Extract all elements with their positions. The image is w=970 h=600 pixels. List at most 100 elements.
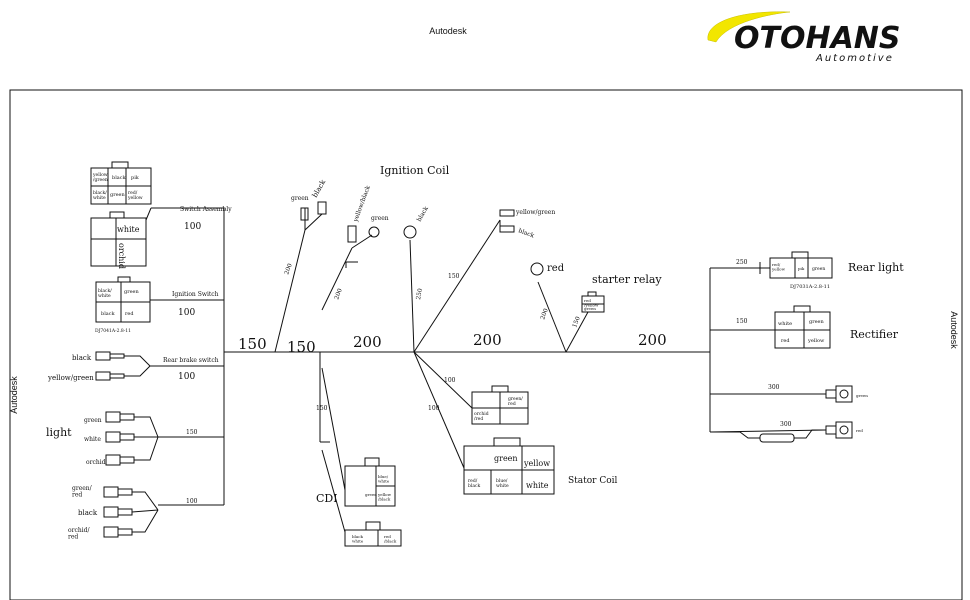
svg-text:100: 100 [428,405,440,412]
dim-bottom-100: 100 [186,498,198,505]
svg-text:green: green [291,195,309,202]
svg-text:pik: pik [798,266,805,271]
wire-yellow-green: yellow/green [47,374,94,382]
svg-text:yellow/black: yellow/black [352,184,372,223]
red-terminal-fuse: 300 red [709,421,863,443]
svg-text:green: green [856,393,868,398]
svg-text:pik: pik [131,175,140,181]
dim-main-200c: 200 [638,331,667,349]
svg-text:black: black [112,175,127,181]
svg-text:green: green [812,267,825,272]
rectifier-connector: white green red yellow [774,305,831,349]
svg-text:black/white: black/white [98,288,112,299]
stator-large-connector: green yellow red/black blue/white white [463,437,555,495]
light-terminals [105,411,135,466]
svg-text:200: 200 [333,287,344,300]
svg-text:green: green [110,192,126,198]
cdi-branch: 150 [316,352,346,533]
yg-black-branch: yellow/green black 150 [413,209,555,353]
rear-light-connector: red/yellow pik green [769,251,833,279]
svg-text:150: 150 [448,273,460,280]
switch-assembly-connector: yellow/green black pik black/white green… [90,161,152,205]
ignition-coil-branch: green black 200 yellow/black green 200 [274,178,389,353]
svg-text:red/yellow: red/yellow [127,190,143,201]
svg-text:white: white [778,321,792,327]
stator-branch: 100 100 [413,351,473,469]
svg-text:green: green [365,492,377,497]
stator-small-connector: orchid/red green/red [471,385,529,425]
svg-text:white: white [117,225,140,234]
switch-assembly-label: Switch Assembly [180,206,232,213]
svg-text:green: green [584,306,596,311]
svg-text:black: black [517,227,535,239]
wire-green-red: green/red [72,485,93,499]
svg-text:green: green [809,319,825,325]
svg-text:300: 300 [768,384,780,391]
wire-orchid-red: orchid/red [68,527,90,541]
ignition-switch-label: Ignition Switch [172,291,219,298]
wire-white: white [84,436,101,443]
dim-light-150: 150 [186,429,198,436]
logo-name: OTOHANS [734,21,901,56]
starter-relay-label: starter relay [592,273,662,286]
diagram-frame [9,89,963,600]
dim-main-200b: 200 [473,331,502,349]
svg-text:red: red [547,263,565,274]
part-dj7041: DJ7041A-2.8-11 [95,328,131,334]
ignition-coil-label: Ignition Coil [380,164,450,177]
svg-text:orchid: orchid [117,243,126,269]
dim-sw-100: 100 [184,222,201,232]
svg-text:250: 250 [415,288,424,301]
light-label: light [46,426,72,439]
otohans-logo: OTOHANS Automotive [707,11,901,64]
dim-main-150b: 150 [287,338,316,356]
watermark-top: Autodesk [429,26,467,36]
dim-ign-100: 100 [178,308,195,318]
dim-rear-250: 250 [736,259,748,266]
switch-white-orchid-connector: white orchid [90,211,147,269]
wire-green-1: green [84,417,102,424]
svg-text:red/black: red/black [384,534,397,543]
watermark-left: Autodesk [9,376,19,414]
svg-text:white: white [526,481,549,490]
logo-tagline: Automotive [815,53,894,64]
svg-text:green: green [494,454,518,463]
dim-main-150a: 150 [238,335,267,353]
svg-text:150: 150 [571,315,582,328]
svg-text:blue/white: blue/white [496,478,509,489]
svg-text:200: 200 [539,307,550,320]
rectifier-label: Rectifier [850,328,899,341]
svg-text:red: red [781,338,790,344]
svg-text:yellow/green: yellow/green [92,172,108,183]
black-ring-branch: black 250 [403,205,430,353]
svg-text:black: black [101,311,116,317]
svg-text:300: 300 [780,421,792,428]
svg-text:red/black: red/black [468,478,481,489]
green-terminal: 300 green [710,384,868,403]
bottom-terminals [103,486,133,538]
rear-light-label: Rear light [848,261,904,274]
stator-coil-label: Stator Coil [568,476,618,486]
svg-text:red/yellow: red/yellow [771,262,786,271]
svg-text:orchid/red: orchid/red [474,411,489,422]
svg-text:blue/white: blue/white [378,474,390,483]
svg-text:black: black [311,178,328,199]
svg-text:red: red [125,311,134,317]
dim-brake-100: 100 [178,372,195,382]
svg-text:yellow/green: yellow/green [515,209,555,216]
rear-brake-label: Rear brake switch [163,357,219,364]
cdi-label: CDI [316,492,338,505]
svg-text:yellow: yellow [807,338,825,344]
svg-text:green: green [371,215,389,222]
svg-text:red: red [856,428,863,433]
part-dj7031: DJ7031A-2.8-11 [790,284,830,290]
svg-text:black: black [416,205,430,223]
wire-black-1: black [72,354,92,362]
wire-orchid: orchid [86,459,106,466]
svg-text:green/red: green/red [508,396,523,407]
svg-text:200: 200 [283,262,294,275]
svg-text:100: 100 [444,377,456,384]
